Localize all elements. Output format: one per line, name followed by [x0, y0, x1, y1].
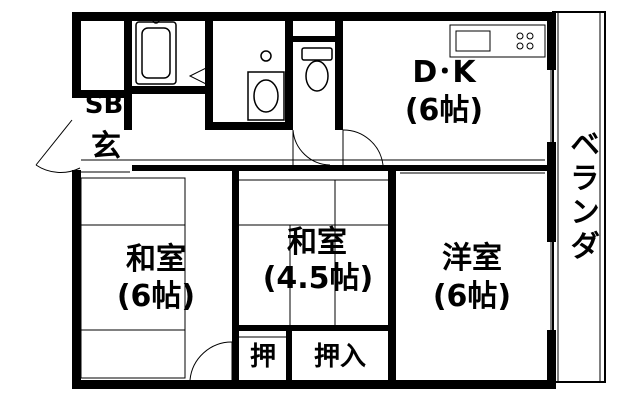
youshitsu-size: (6帖)	[432, 279, 512, 314]
interior-walls	[72, 12, 552, 388]
doors	[35, 119, 384, 381]
veranda-label: ベランダ	[564, 128, 599, 264]
washer-symbol	[188, 67, 207, 85]
sb-label: SB	[84, 90, 124, 120]
washitsu1-size: (6帖)	[116, 279, 196, 314]
dk-size: (6帖)	[404, 93, 484, 128]
dk-name: D･K	[412, 55, 476, 90]
genkan-label: 玄	[91, 129, 121, 164]
sink-vanity	[247, 50, 285, 121]
thin-lines	[80, 70, 552, 379]
toilet	[301, 47, 333, 92]
washitsu1-name: 和室	[126, 242, 186, 277]
kitchen-counter	[449, 24, 546, 58]
oshiire-label: 押入	[313, 342, 366, 372]
washitsu2-size: (4.5帖)	[262, 261, 374, 296]
oshi-small-label: 押	[249, 342, 276, 372]
bathtub	[135, 16, 177, 85]
outer-walls	[72, 12, 556, 389]
youshitsu-name: 洋室	[442, 241, 502, 276]
washitsu2-name: 和室	[287, 225, 347, 260]
